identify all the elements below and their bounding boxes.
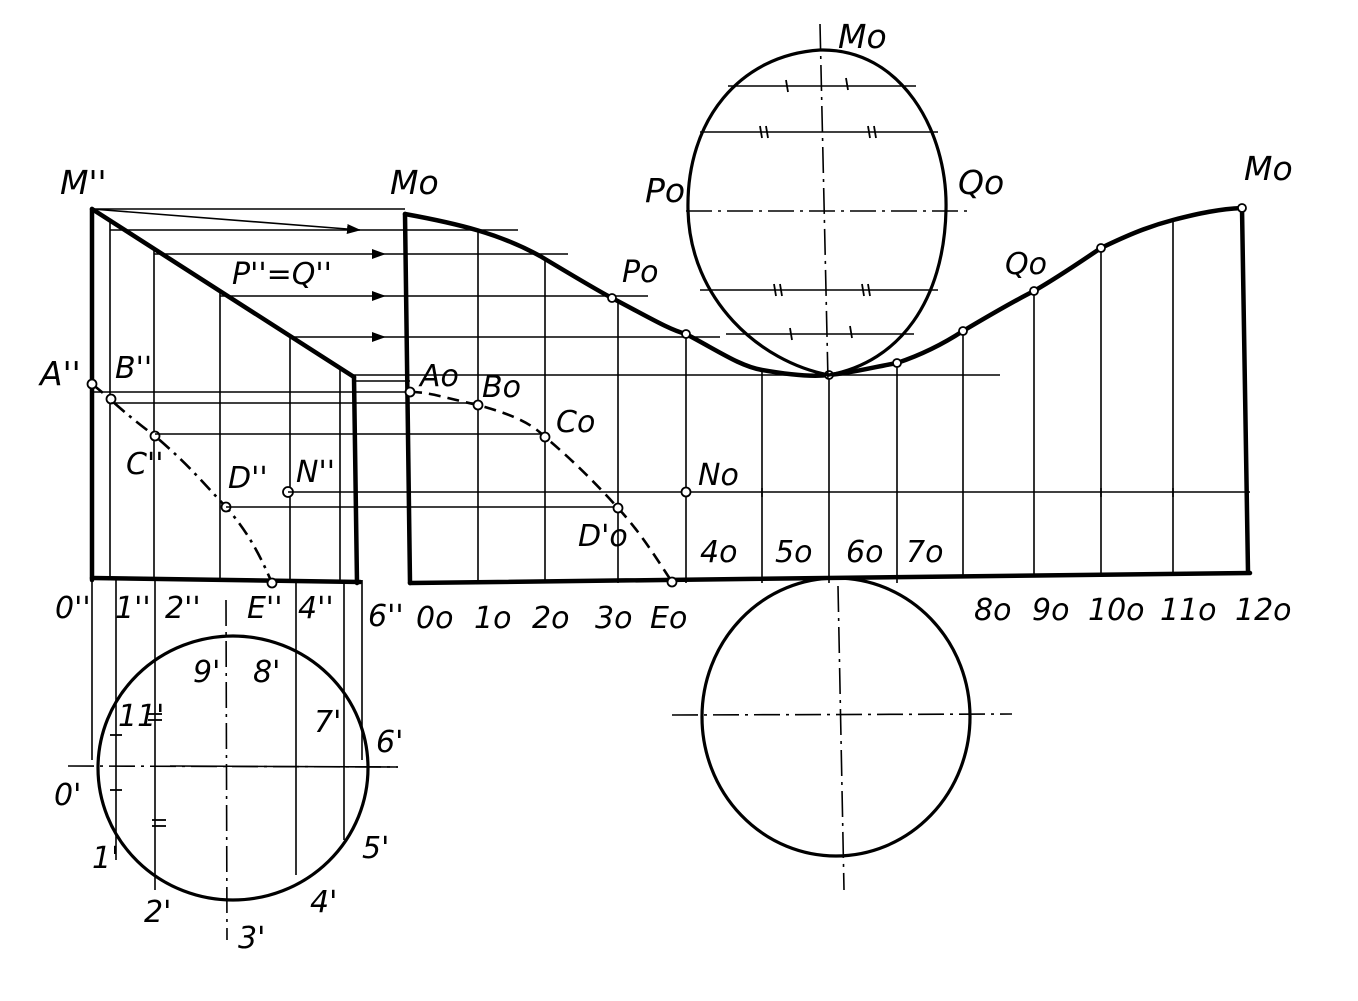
label-s12: 12o — [1235, 593, 1292, 628]
base-circle-development — [700, 576, 972, 858]
true-shape-section — [686, 23, 968, 381]
point-686 — [681, 329, 691, 339]
point-897 — [892, 358, 902, 368]
label-b0: Bo — [482, 370, 521, 405]
label-m0-left: Mo — [390, 163, 439, 202]
base-circle-vertical-axis — [837, 585, 845, 891]
point-1101 — [1096, 243, 1106, 253]
label-4-2: 4'' — [298, 591, 334, 626]
label-h8: 8' — [253, 655, 280, 690]
development — [402, 203, 1253, 588]
label-s7: 7o — [906, 535, 943, 570]
point-p0 — [607, 293, 617, 303]
label-h6: 6' — [376, 725, 403, 760]
label-s1: 1o — [474, 601, 511, 636]
section-curve-development — [402, 205, 1245, 379]
label-p0-curve: Po — [622, 255, 658, 290]
label-m2: M'' — [60, 163, 107, 202]
section-ellipse — [686, 48, 948, 377]
label-s8: 8o — [974, 593, 1011, 628]
point-d0 — [612, 502, 624, 514]
cylinder-base-frontal — [89, 575, 363, 585]
label-e2: E'' — [247, 591, 282, 626]
label-h11: 11' — [118, 699, 164, 734]
labels: M'' Mo Mo Mo Po Qo Po Qo P''=Q'' A'' B''… — [38, 17, 1293, 956]
label-a2: A'' — [38, 354, 81, 393]
label-m0-right: Mo — [1244, 149, 1293, 188]
label-q0-curve: Qo — [1005, 247, 1047, 282]
n-level-ticks — [761, 488, 1174, 497]
label-h9: 9' — [193, 655, 220, 690]
label-0-2: 0'' — [55, 591, 91, 626]
label-q0-ellipse: Qo — [958, 163, 1004, 202]
label-c0: Co — [556, 405, 595, 440]
label-h3: 3' — [238, 921, 265, 956]
base-circle-horizontal-axis — [671, 713, 1013, 716]
point-m0-end — [1237, 203, 1247, 213]
label-h0: 0' — [54, 778, 81, 813]
point-b0 — [472, 399, 484, 411]
point-c0 — [539, 431, 551, 443]
base-circle-plan — [96, 634, 370, 902]
point-a0 — [404, 386, 416, 398]
point-963 — [958, 326, 968, 336]
point-e0 — [666, 576, 678, 588]
frontal-projection — [86, 206, 363, 890]
label-s4: 4o — [700, 535, 737, 570]
label-s3: 3o — [595, 601, 632, 636]
label-n0: No — [698, 458, 739, 493]
label-h4: 4' — [310, 885, 337, 920]
point-n0 — [680, 486, 692, 498]
horizontal-projection — [67, 599, 399, 941]
label-s5: 5o — [775, 535, 812, 570]
label-d2: D'' — [228, 461, 268, 496]
development-generatrices — [477, 220, 1174, 583]
label-d0: D'o — [578, 519, 628, 554]
label-m0-top: Mo — [838, 17, 887, 56]
ellipse-vertical-axis — [819, 23, 829, 381]
ellipse-chords — [700, 85, 938, 335]
label-s9: 9o — [1032, 593, 1069, 628]
point-b2 — [105, 393, 117, 405]
label-a0: Ao — [418, 359, 459, 394]
label-c2: C'' — [126, 447, 163, 482]
label-6-2: 6'' — [368, 599, 404, 634]
label-2-2: 2'' — [165, 591, 201, 626]
label-s0: 0o — [416, 601, 453, 636]
label-pq2: P''=Q'' — [232, 257, 332, 292]
label-s11: 11o — [1160, 593, 1217, 628]
base-circle-right — [671, 576, 1013, 891]
label-h1: 1' — [92, 841, 119, 876]
label-p0-ellipse: Po — [645, 171, 685, 210]
plan-vertical-axis — [225, 599, 228, 941]
label-1-2: 1'' — [115, 591, 151, 626]
label-h5: 5' — [362, 831, 389, 866]
development-right-edge — [1239, 205, 1251, 575]
section-curve-frontal — [91, 382, 274, 584]
label-e0: Eo — [650, 601, 687, 636]
label-n2: N'' — [296, 455, 335, 490]
label-s6: 6o — [846, 535, 883, 570]
label-s2: 2o — [532, 601, 569, 636]
dashed-section-development — [409, 390, 674, 583]
label-h2: 2' — [144, 895, 171, 930]
point-q0 — [1029, 286, 1039, 296]
cylinder-right-edge — [351, 374, 360, 586]
point-e2 — [266, 577, 278, 589]
development-left-edge — [402, 211, 413, 586]
label-h7: 7' — [314, 705, 341, 740]
label-b2: B'' — [115, 351, 152, 386]
label-s10: 10o — [1088, 593, 1145, 628]
point-c2 — [149, 430, 161, 442]
point-a2 — [86, 378, 98, 390]
cutting-plane-trace — [89, 206, 357, 380]
